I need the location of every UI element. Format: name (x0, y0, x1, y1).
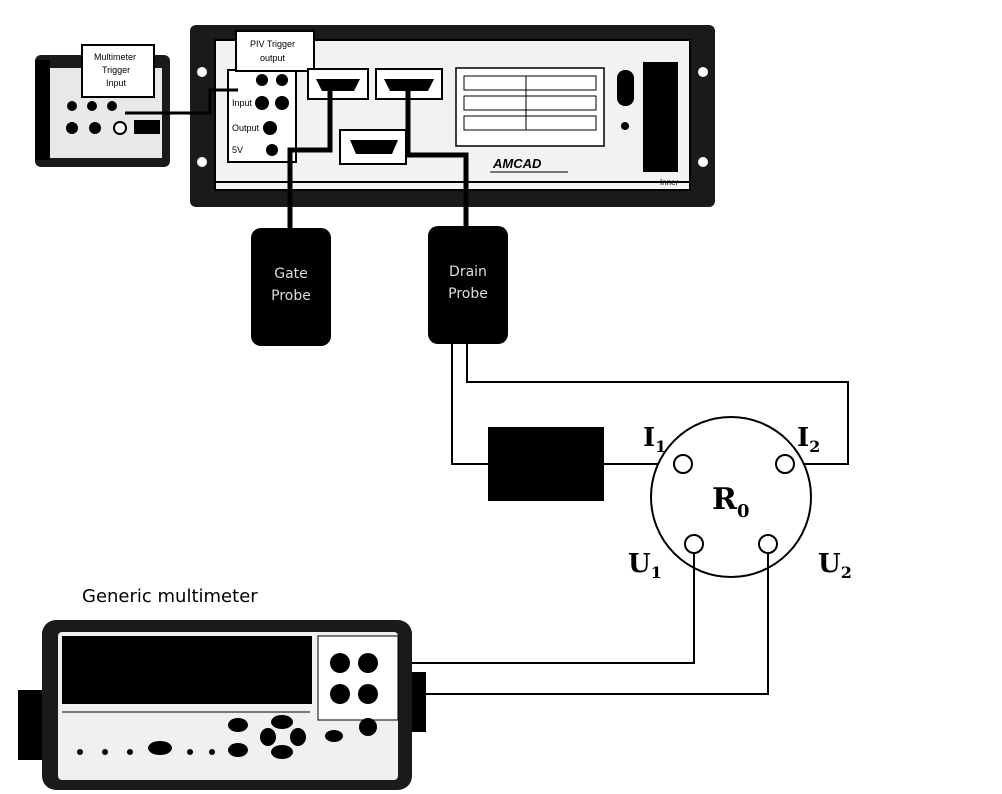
multimeter-side-handle (412, 672, 426, 732)
panel-label-input: Input (232, 98, 253, 108)
brand-logo: AMCAD (492, 156, 542, 171)
series-load-block (488, 427, 604, 501)
trigger-source-device: Multimeter Trigger Input (35, 44, 170, 167)
drain-probe: Drain Probe (428, 226, 508, 344)
drain-probe-cable (405, 90, 469, 230)
piv-trigger-output-line1: PIV Trigger (250, 39, 295, 49)
gate-probe: Gate Probe (251, 228, 331, 346)
rack-ear-hole (197, 157, 207, 167)
nav-right-button[interactable] (290, 728, 306, 746)
5v-connector[interactable] (266, 144, 278, 156)
terminal-u2[interactable] (758, 534, 778, 554)
device-knob[interactable] (89, 122, 101, 134)
multimeter-trigger-line3: Input (106, 78, 127, 88)
brand-corner: Inner (660, 178, 679, 187)
lo-sense-terminal[interactable] (330, 684, 350, 704)
right-panel-block (643, 62, 678, 172)
multimeter-button[interactable] (228, 718, 248, 732)
power-indicator (621, 122, 629, 130)
multimeter-button[interactable] (228, 743, 248, 757)
input-connector[interactable] (255, 96, 269, 110)
panel-label-5v: 5V (232, 145, 243, 155)
power-switch[interactable] (617, 70, 634, 106)
gate-probe-cable (287, 90, 333, 230)
multimeter-button[interactable] (325, 730, 343, 742)
drain-dsub-connector[interactable] (384, 79, 434, 91)
piv-trigger-output-box (235, 30, 315, 72)
display-row (463, 95, 597, 111)
terminal-i1[interactable] (673, 454, 693, 474)
rack-ear-hole (698, 157, 708, 167)
drain-probe-label-line1: Drain (449, 264, 487, 280)
drain-probe-body (428, 226, 508, 344)
sense-wire-u1 (375, 553, 695, 664)
sense-wire-u2 (375, 553, 769, 695)
trigger-device-grip (35, 60, 50, 160)
input-connector[interactable] (275, 96, 289, 110)
hi-input-terminal[interactable] (358, 653, 378, 673)
device-knob[interactable] (107, 101, 117, 111)
aux-dsub-connector[interactable] (350, 140, 398, 154)
label-i1: I1 (643, 423, 666, 456)
multimeter-button[interactable] (148, 741, 172, 755)
lo-input-terminal[interactable] (358, 684, 378, 704)
multimeter-display (62, 636, 312, 704)
nav-up-button[interactable] (271, 715, 293, 729)
terminal-panel (317, 635, 399, 721)
drain-return-wire (466, 344, 849, 465)
rack-ear-hole (197, 67, 207, 77)
piv-trigger-output-line2: output (260, 53, 286, 63)
device-output-port[interactable] (113, 121, 127, 135)
terminal-i2[interactable] (775, 454, 795, 474)
label-u1: U1 (628, 549, 662, 582)
label-u2: U2 (818, 549, 852, 582)
display-row (463, 75, 597, 91)
device-knob[interactable] (67, 101, 77, 111)
trigger-cable (125, 88, 238, 115)
hi-sense-terminal[interactable] (330, 653, 350, 673)
multimeter-button[interactable] (127, 749, 133, 755)
output-connector[interactable] (263, 121, 277, 135)
resistor-label: R0 (712, 482, 749, 522)
display-row (463, 115, 597, 131)
drain-force-wire (451, 344, 490, 465)
resistor-r0: R0 I1 I2 U1 U2 (628, 416, 852, 582)
pulser-instrument: Input Output 5V PIV Trigger output AMCAD… (190, 25, 715, 207)
label-i2: I2 (797, 423, 820, 456)
gate-probe-body (251, 228, 331, 346)
panel-label-output: Output (232, 123, 260, 133)
rack-ear-hole (698, 67, 708, 77)
gate-probe-label-line1: Gate (274, 266, 308, 282)
device-output-block (134, 120, 160, 134)
generic-multimeter (18, 620, 426, 790)
current-terminal[interactable] (359, 718, 377, 736)
nav-left-button[interactable] (260, 728, 276, 746)
multimeter-button[interactable] (102, 749, 108, 755)
multimeter-side-handle (18, 690, 42, 760)
multimeter-trigger-line2: Trigger (102, 65, 130, 75)
multimeter-trigger-input-box (81, 44, 155, 98)
device-knob[interactable] (87, 101, 97, 111)
device-knob[interactable] (66, 122, 78, 134)
multimeter-trigger-line1: Multimeter (94, 52, 136, 62)
trigger-connector[interactable] (256, 74, 268, 86)
multimeter-button[interactable] (77, 749, 83, 755)
terminal-u1[interactable] (684, 534, 704, 554)
drain-probe-label-line2: Probe (448, 286, 488, 302)
trigger-connector[interactable] (276, 74, 288, 86)
multimeter-button[interactable] (187, 749, 193, 755)
nav-down-button[interactable] (271, 745, 293, 759)
multimeter-button[interactable] (209, 749, 215, 755)
gate-probe-label-line2: Probe (271, 288, 311, 304)
gate-dsub-connector[interactable] (316, 79, 360, 91)
multimeter-title: Generic multimeter (82, 586, 258, 607)
